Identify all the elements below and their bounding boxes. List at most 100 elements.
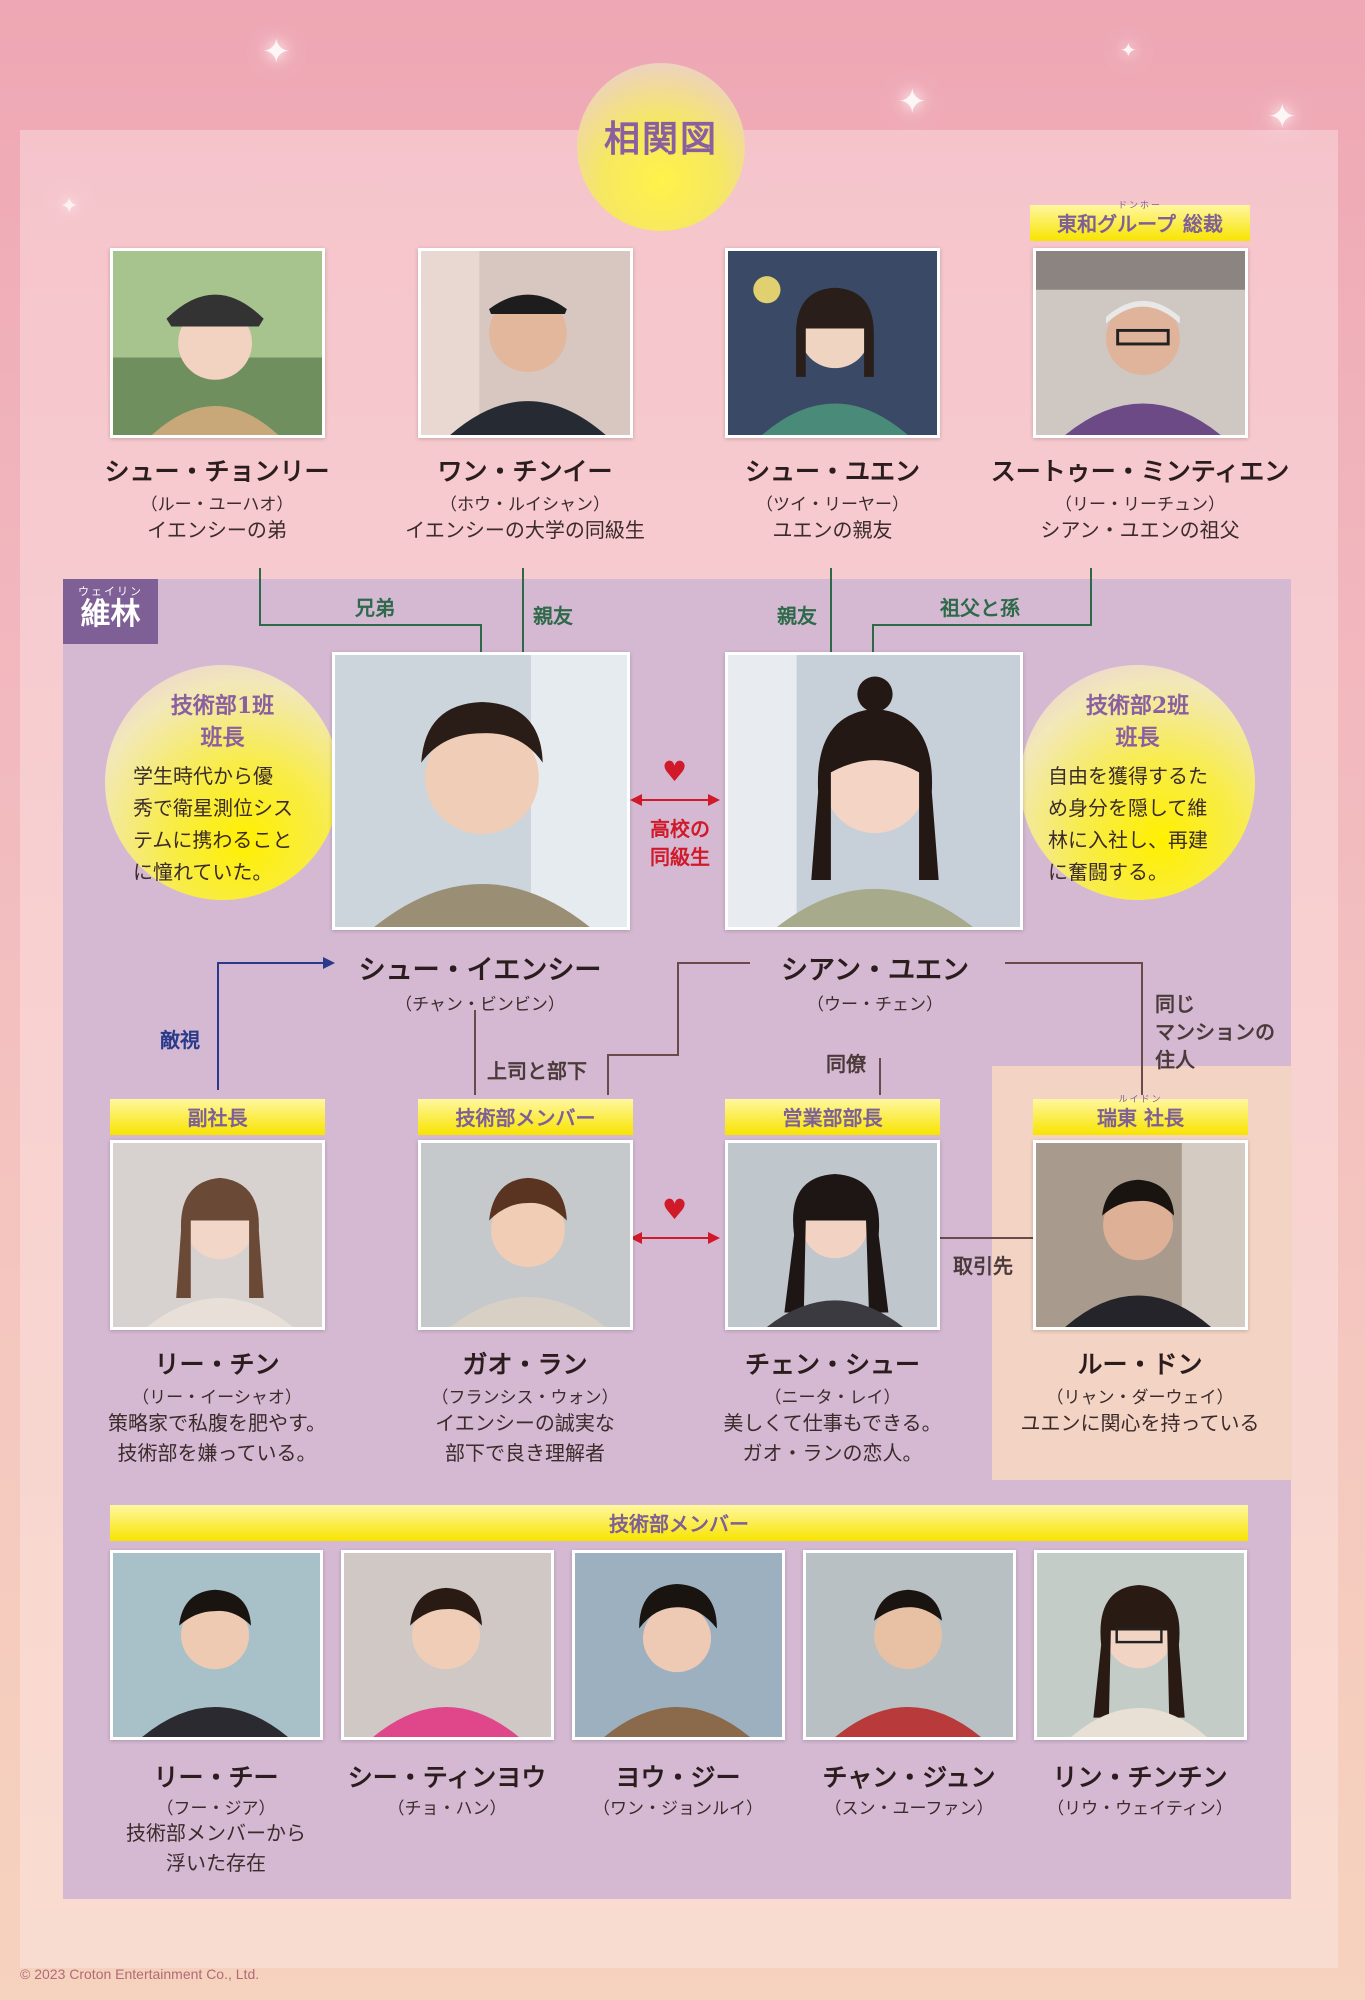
relation-label-line: マンションの bbox=[1155, 1020, 1275, 1044]
portrait-photo bbox=[803, 1550, 1016, 1740]
character-description: イエンシーの大学の同級生 bbox=[405, 518, 645, 542]
members-banner: 技術部メンバー bbox=[110, 1505, 1248, 1541]
role-banner: 技術部メンバー bbox=[418, 1099, 633, 1135]
heart-icon: ♥ bbox=[662, 755, 688, 788]
role-banner: ルイドン 瑞東 社長 bbox=[1033, 1095, 1248, 1135]
actor-name: （ニータ・レイ） bbox=[764, 1388, 901, 1408]
role-banner: 副社長 bbox=[110, 1099, 325, 1135]
character-name: スートゥー・ミンティエン bbox=[990, 457, 1290, 486]
relation-label: 兄弟 bbox=[355, 596, 395, 620]
copyright-text: © 2023 Croton Entertainment Co., Ltd. bbox=[20, 1966, 260, 1982]
portrait-photo bbox=[418, 248, 633, 438]
description-line: ガオ・ランの恋人。 bbox=[742, 1441, 923, 1465]
role-banner: 営業部部長 bbox=[725, 1099, 940, 1135]
bubble-text: 自由を獲得するた め身分を隠して維 林に入社し、再建 に奮闘する。 bbox=[1048, 760, 1248, 888]
bubble-text-line: 自由を獲得するた bbox=[1048, 764, 1208, 788]
actor-name: （フー・ジア） bbox=[156, 1799, 276, 1819]
company-ruby: ウェイリン bbox=[78, 585, 143, 598]
description-line: 技術部メンバーから bbox=[126, 1821, 306, 1845]
character-description: 策略家で私腹を肥やす。 技術部を嫌っている。 bbox=[82, 1408, 352, 1468]
character-name: シュー・イエンシー bbox=[358, 955, 602, 986]
character-name: リン・チンチン bbox=[1052, 1763, 1228, 1792]
sparkle-icon: ✦ bbox=[262, 32, 291, 72]
portrait-photo bbox=[110, 1550, 323, 1740]
bubble-title: 技術部2班 班長 bbox=[1035, 690, 1240, 754]
portrait-photo bbox=[725, 248, 940, 438]
relation-label: 同僚 bbox=[826, 1052, 866, 1076]
actor-name: （リャン・ダーウェイ） bbox=[1046, 1388, 1234, 1408]
character-name: チャン・ジュン bbox=[822, 1763, 996, 1792]
title-badge bbox=[577, 63, 745, 231]
relation-label: 親友 bbox=[777, 604, 817, 628]
description-line: 策略家で私腹を肥やす。 bbox=[108, 1411, 326, 1435]
actor-name: （ホウ・ルイシャン） bbox=[440, 495, 610, 515]
description-line: イエンシーの誠実な bbox=[435, 1411, 615, 1435]
sparkle-icon: ✦ bbox=[1268, 97, 1297, 137]
portrait-photo bbox=[1033, 248, 1248, 438]
description-line: ユエンに関心を持っている bbox=[1020, 1411, 1260, 1435]
relation-label: 敵視 bbox=[160, 1028, 200, 1052]
character-description: 美しくて仕事もできる。 ガオ・ランの恋人。 bbox=[695, 1408, 970, 1468]
relation-label: 親友 bbox=[533, 604, 573, 628]
role-label: 瑞東 社長 bbox=[1097, 1106, 1184, 1130]
relation-label: 祖父と孫 bbox=[940, 596, 1020, 620]
description-line: 美しくて仕事もできる。 bbox=[723, 1411, 942, 1435]
character-description: イエンシーの弟 bbox=[147, 518, 287, 542]
relation-label: 高校の 同級生 bbox=[640, 815, 720, 871]
character-description: イエンシーの誠実な 部下で良き理解者 bbox=[395, 1408, 655, 1468]
sparkle-icon: ✦ bbox=[1120, 38, 1137, 62]
relation-label: 同じ マンションの 住人 bbox=[1155, 990, 1275, 1074]
actor-name: （フランシス・ウォン） bbox=[431, 1388, 619, 1408]
portrait-photo bbox=[1033, 1140, 1248, 1330]
bubble-title-line: 技術部1班 bbox=[170, 693, 275, 719]
description-line: 浮いた存在 bbox=[166, 1851, 266, 1875]
actor-name: （ワン・ジョンルイ） bbox=[593, 1799, 763, 1819]
portrait-photo bbox=[341, 1550, 554, 1740]
bubble-text-line: め身分を隠して維 bbox=[1048, 796, 1208, 820]
character-name: チェン・シュー bbox=[744, 1350, 920, 1379]
portrait-photo bbox=[1034, 1550, 1247, 1740]
bubble-text-line: 秀で衛星測位シス bbox=[133, 796, 293, 820]
description-line: 技術部を嫌っている。 bbox=[117, 1441, 317, 1465]
actor-name: （リウ・ウェイティン） bbox=[1047, 1799, 1233, 1819]
actor-name: （リー・リーチュン） bbox=[1055, 495, 1225, 515]
bubble-title: 技術部1班 班長 bbox=[120, 690, 325, 754]
bubble-text-line: に奮闘する。 bbox=[1048, 860, 1168, 884]
profile-bubble bbox=[1020, 665, 1255, 900]
role-banner: ドンホー 東和グループ 総裁 bbox=[1030, 201, 1250, 241]
bubble-title-line: 班長 bbox=[200, 725, 245, 751]
character-description: ユエンに関心を持っている bbox=[995, 1408, 1285, 1438]
actor-name: （ツイ・リーヤー） bbox=[756, 495, 909, 515]
relation-label: 取引先 bbox=[953, 1254, 1013, 1278]
role-label: 東和グループ 総裁 bbox=[1057, 212, 1223, 236]
description-line: 部下で良き理解者 bbox=[445, 1441, 605, 1465]
character-name: シュー・ユエン bbox=[744, 457, 920, 486]
character-name: シュー・チョンリー bbox=[104, 457, 330, 486]
portrait-photo bbox=[572, 1550, 785, 1740]
character-description: シアン・ユエンの祖父 bbox=[1040, 518, 1240, 542]
character-name: リー・チー bbox=[153, 1763, 279, 1792]
portrait-photo bbox=[418, 1140, 633, 1330]
actor-name: （ルー・ユーハオ） bbox=[140, 495, 294, 515]
bubble-text-line: 学生時代から優 bbox=[133, 764, 273, 788]
bubble-title-line: 班長 bbox=[1115, 725, 1160, 751]
actor-name: （チャン・ビンビン） bbox=[395, 995, 565, 1015]
actor-name: （スン・ユーファン） bbox=[824, 1799, 994, 1819]
profile-bubble bbox=[105, 665, 340, 900]
relation-label: 上司と部下 bbox=[487, 1059, 587, 1083]
character-name: ルー・ドン bbox=[1077, 1350, 1203, 1379]
actor-name: （ウー・チェン） bbox=[807, 995, 943, 1015]
character-name: シー・ティンヨウ bbox=[347, 1763, 547, 1792]
role-ruby: ルイドン bbox=[1118, 1095, 1163, 1105]
portrait-photo bbox=[725, 652, 1023, 930]
company-tag: ウェイリン 維林 bbox=[63, 579, 158, 644]
bubble-text: 学生時代から優 秀で衛星測位シス テムに携わること に憧れていた。 bbox=[133, 760, 333, 888]
company-name: 維林 bbox=[80, 597, 141, 632]
relation-label-line: 同級生 bbox=[650, 845, 710, 869]
portrait-photo bbox=[110, 248, 325, 438]
actor-name: （リー・イーシャオ） bbox=[132, 1388, 302, 1408]
bubble-text-line: 林に入社し、再建 bbox=[1048, 828, 1208, 852]
sparkle-icon: ✦ bbox=[60, 194, 79, 219]
portrait-photo bbox=[110, 1140, 325, 1330]
